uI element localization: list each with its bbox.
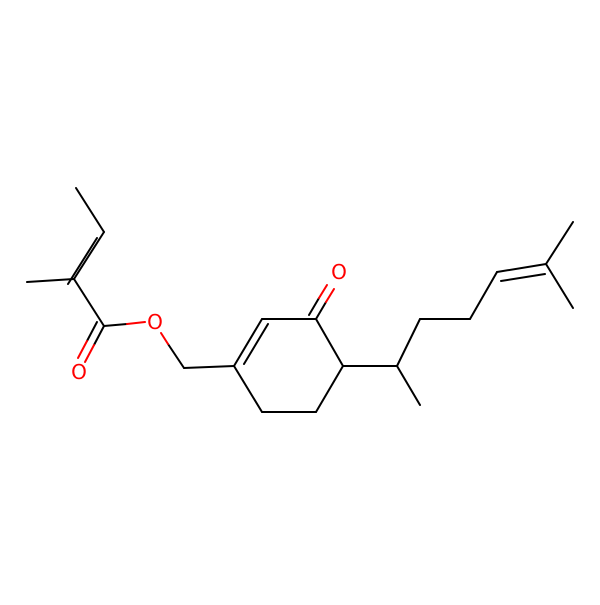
- bond-ch2-ring: [183, 365, 235, 369]
- bond-ring-c4-c5: [315, 365, 344, 413]
- bond-ketone-b-red: [318, 284, 328, 299]
- bond-ring-c6-c1: [233, 365, 263, 413]
- bond-sidechain-double-b: [500, 273, 546, 282]
- bond-sidechain-methyl: [396, 365, 421, 406]
- bond-c4-c3: [75, 187, 105, 233]
- bond-ring-c1-c2: [233, 318, 263, 367]
- atom-label-ether-oxygen: O: [147, 310, 163, 334]
- bond-oether-ch2-black: [167, 343, 185, 369]
- atom-label-ketone-oxygen: O: [331, 260, 347, 284]
- bond-sidechain-c2: [396, 318, 421, 367]
- bond-sidechain-c4: [469, 271, 498, 320]
- bond-c3-c2-double-a: [73, 231, 105, 280]
- bond-c2-c1: [73, 278, 105, 327]
- atom-label-carbonyl-oxygen: O: [71, 360, 87, 384]
- bond-c3-c2-double-b: [67, 237, 98, 285]
- bond-c1-o-double-b-black: [86, 321, 98, 342]
- bond-c1-oether-black: [103, 323, 128, 327]
- bond-ring-c1-c2-inner: [243, 323, 269, 365]
- bond-ring-c3-c4: [315, 318, 344, 367]
- bond-c1-o-double-a-red: [84, 344, 95, 363]
- bond-c2-methyl: [26, 278, 75, 283]
- bond-c1-oether-red: [126, 321, 146, 325]
- bond-terminal-methyl-a: [545, 221, 574, 265]
- bond-c1-o-double-b-red: [77, 340, 88, 359]
- bond-sidechain-double-a: [496, 263, 547, 273]
- oxygen-bonds: [77, 284, 335, 363]
- bond-c1-o-double-a-black: [93, 325, 105, 346]
- bond-ketone-a-red: [325, 288, 335, 303]
- bond-ketone-b-black: [308, 297, 320, 316]
- bond-oether-ch2-red: [160, 332, 169, 345]
- bond-ketone-a-black: [315, 301, 327, 320]
- bonds: [26, 187, 574, 413]
- bond-terminal-methyl-b: [545, 263, 574, 309]
- atom-labels: O O O: [71, 260, 347, 384]
